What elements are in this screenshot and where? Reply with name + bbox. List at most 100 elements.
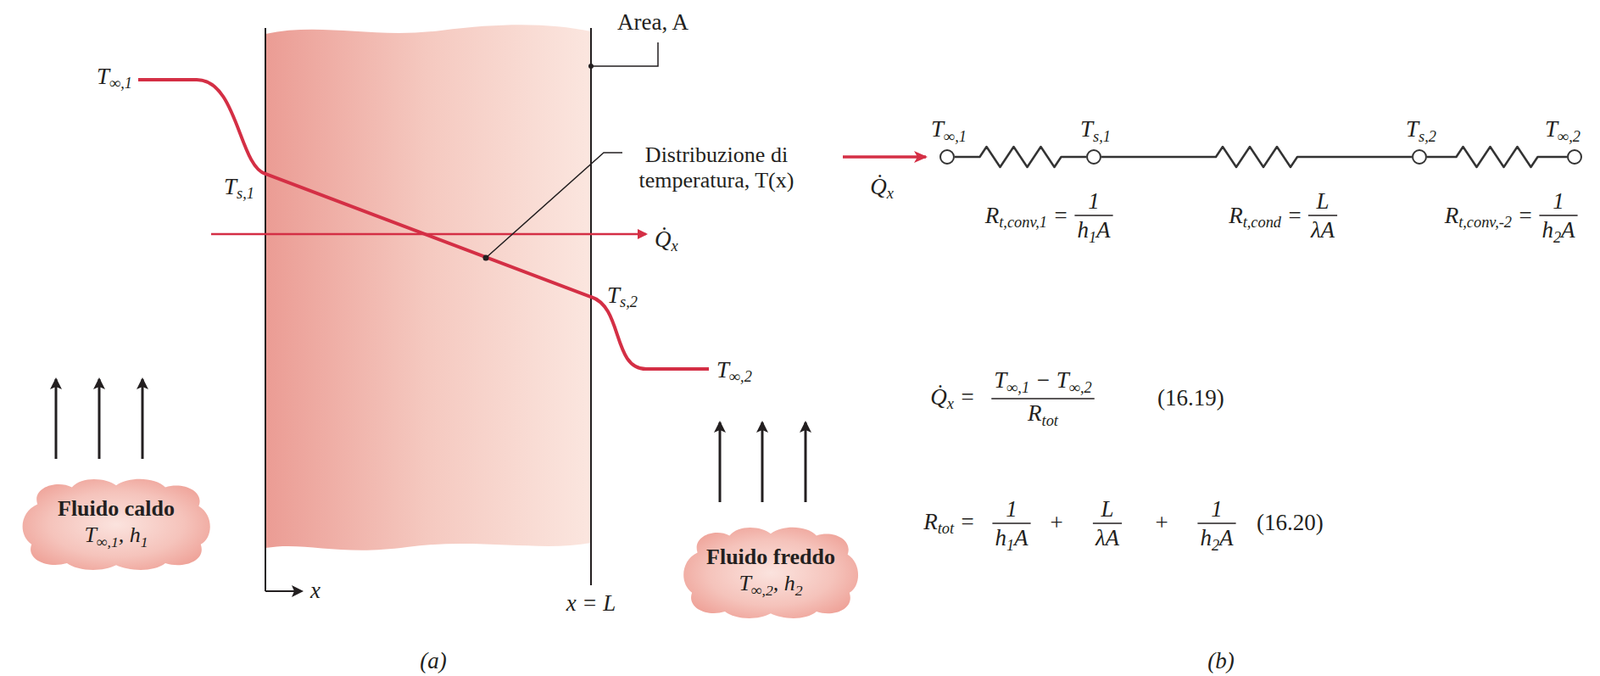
fraction-bar: [1092, 522, 1122, 525]
subscript: x: [671, 237, 679, 255]
subscript: 2: [1553, 228, 1561, 246]
math-label: h2A: [1199, 525, 1233, 554]
circuit-node: T∞,2: [1566, 149, 1583, 165]
math-label: x: [310, 577, 321, 604]
fraction-bar: [1197, 522, 1236, 525]
math-label: Q̇x: [654, 226, 679, 257]
profile-leader: [485, 152, 623, 258]
profile-leader-dot: [483, 255, 490, 262]
subscript: ∞,1: [109, 74, 133, 92]
math-label: Q̇x =: [930, 384, 976, 414]
math-label: Rt,cond =: [1228, 202, 1303, 233]
math-label: Rtot =: [923, 508, 976, 539]
wall-body: [265, 24, 591, 550]
panel-label: (b): [1207, 647, 1234, 675]
cloud-outline: [679, 524, 863, 619]
subscript: s,2: [1418, 128, 1437, 145]
circuit-node: Ts,2: [1411, 149, 1428, 165]
math-label: Q̇x: [869, 173, 894, 204]
subscript: 1: [1006, 536, 1015, 554]
subscript: s,1: [1092, 128, 1111, 145]
subscript: 1: [140, 533, 149, 551]
fraction-bar: [992, 522, 1031, 525]
math-label: Ts,1: [223, 173, 255, 204]
thermal-resistor: [1101, 146, 1412, 168]
fraction-bar: [991, 397, 1095, 400]
subscript: 1: [1088, 228, 1097, 246]
math-label: 1: [1210, 496, 1223, 521]
subscript: t,cond: [1243, 213, 1282, 231]
math-label: Rtot: [1027, 401, 1059, 430]
subscript: ∞,2: [751, 581, 774, 599]
subscript: 2: [1211, 536, 1220, 554]
node-temperature: T∞,2: [1544, 116, 1581, 146]
math-label: λA: [1095, 525, 1120, 550]
cold-flow-arrows: [719, 422, 806, 502]
fraction-bar: [1308, 214, 1338, 217]
fluid-name: Fluido caldo: [57, 495, 175, 522]
math-label: Rt,conv,-2 =: [1444, 202, 1534, 233]
fluid-cloud: Fluido freddoT∞,2, h2: [679, 524, 863, 619]
circuit-heat-arrow: [842, 155, 926, 159]
math-label: T∞,1 − T∞,2: [993, 367, 1093, 396]
equation-number: (16.20): [1256, 509, 1324, 536]
area-label: Area, A: [617, 9, 689, 36]
temperature-profile: [138, 79, 709, 369]
math-label: L: [1100, 496, 1114, 521]
subscript: ∞,1: [1006, 379, 1030, 396]
equation-number: (16.19): [1157, 384, 1225, 412]
math-label: T∞,1: [96, 63, 133, 94]
subscript: ∞,2: [1069, 379, 1093, 396]
wall-face-left: [264, 27, 267, 591]
math-label: λA: [1310, 217, 1335, 242]
math-label: Ts,2: [607, 282, 638, 313]
thermal-resistor: [1427, 146, 1567, 168]
math-label: 1: [1552, 189, 1565, 213]
subscript: x: [886, 184, 894, 202]
heat-flow-arrow: [211, 233, 647, 236]
circuit-node: Ts,1: [1086, 149, 1102, 165]
fluid-properties: T∞,2, h2: [738, 569, 803, 600]
fluid-name: Fluido freddo: [706, 543, 836, 570]
subscript: t,conv,1: [998, 213, 1048, 231]
subscript: ∞,2: [1557, 128, 1581, 145]
math-label: h1A: [1076, 217, 1110, 246]
node-temperature: T∞,1: [931, 116, 967, 146]
area-leader: [590, 42, 658, 67]
operator: +: [1049, 509, 1063, 536]
area-leader-dot: [588, 63, 594, 69]
subscript: ∞,1: [943, 128, 967, 145]
panel-label: (a): [419, 647, 446, 675]
node-temperature: Ts,2: [1405, 116, 1437, 146]
subscript: tot: [937, 519, 954, 537]
fluid-properties: T∞,1, h1: [83, 521, 148, 552]
x-axis: [265, 590, 302, 592]
fraction-bar: [1074, 214, 1113, 217]
math-label: x = L: [566, 590, 617, 617]
subscript: s,2: [619, 293, 638, 311]
hot-flow-arrows: [55, 379, 143, 459]
thermal-resistor: [954, 146, 1087, 168]
math-label: Rt,conv,1 =: [985, 202, 1069, 233]
subscript: ∞,1: [96, 533, 119, 551]
math-label: T∞,2: [716, 356, 753, 387]
cloud-outline: [17, 475, 215, 571]
math-label: 1: [1005, 496, 1018, 521]
subscript: s,1: [236, 184, 255, 202]
node-temperature: Ts,1: [1080, 116, 1111, 146]
operator: +: [1154, 509, 1168, 536]
subscript: tot: [1042, 412, 1059, 430]
fraction-bar: [1538, 214, 1578, 217]
wall-face-right: [590, 27, 592, 586]
subscript: t,conv,-2: [1458, 213, 1512, 231]
subscript: 2: [795, 581, 803, 599]
fluid-cloud: Fluido caldoT∞,1, h1: [17, 475, 215, 571]
subscript: x: [947, 395, 954, 413]
math-label: h2A: [1541, 217, 1575, 246]
circuit-node: T∞,1: [939, 149, 955, 165]
subscript: ∞,2: [729, 367, 753, 385]
math-label: h1A: [994, 525, 1028, 554]
callout-label: Distribuzione di temperatura, T(x): [617, 142, 817, 194]
math-label: L: [1315, 189, 1329, 213]
